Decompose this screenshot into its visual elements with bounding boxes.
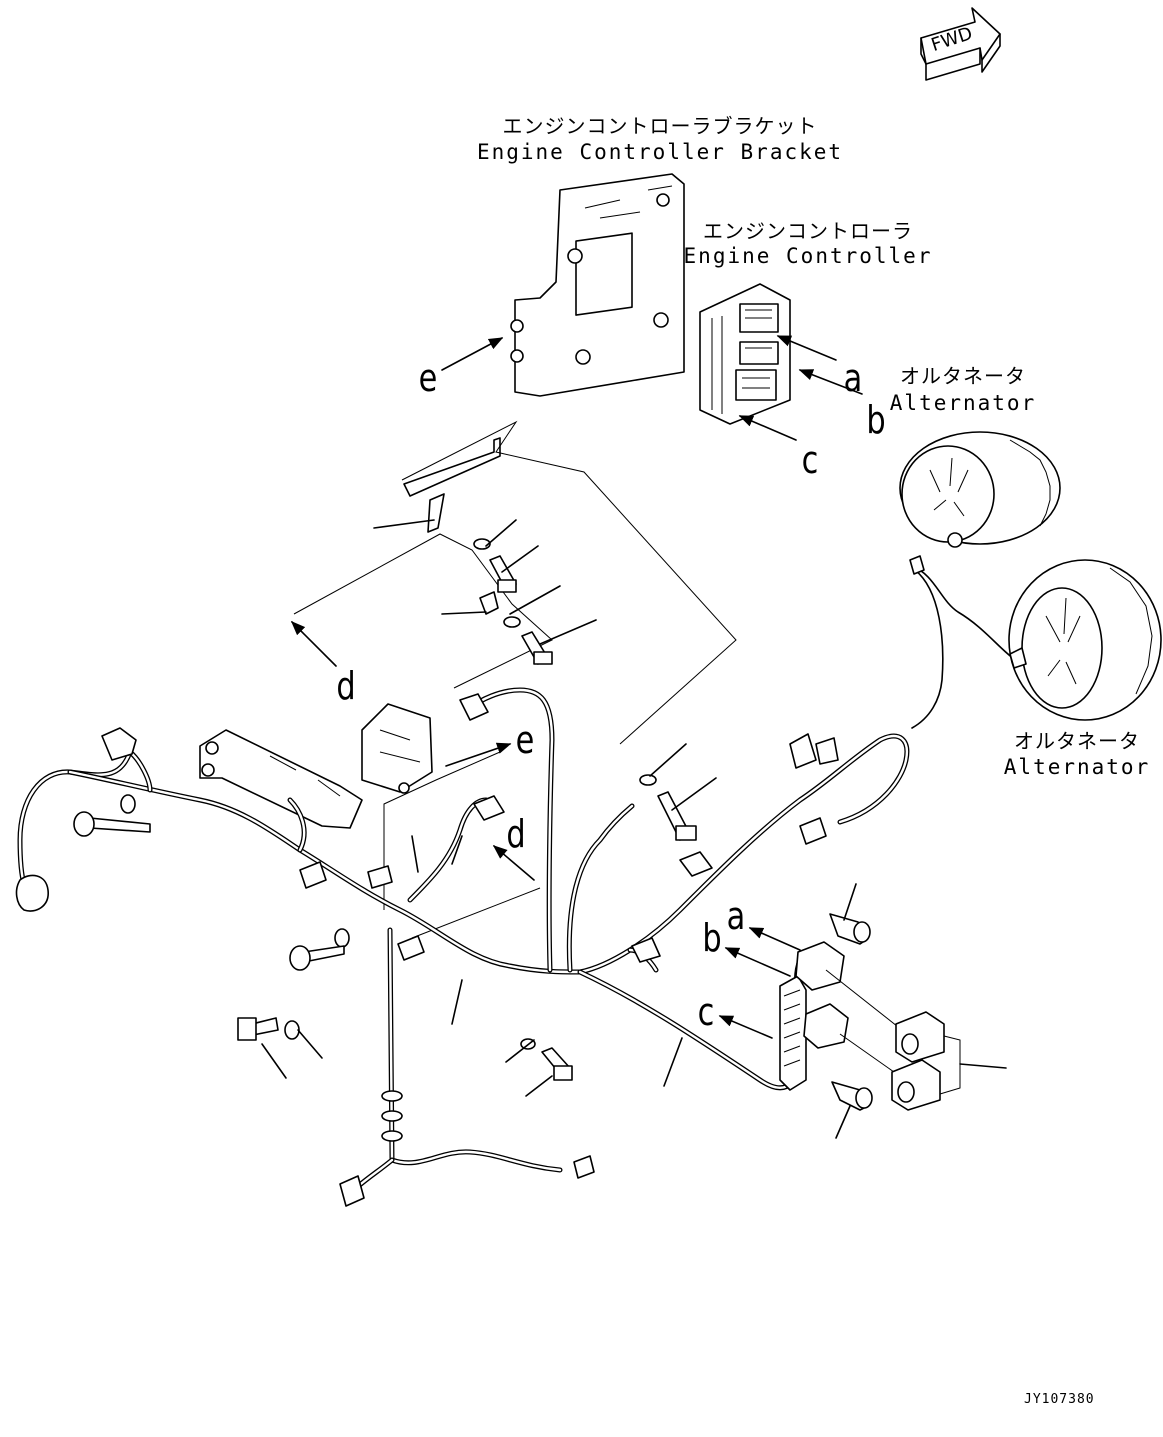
callout-a-controller: a	[843, 356, 863, 400]
alternator-lower-label-en: Alternator	[1003, 755, 1151, 779]
engine-controller	[699, 283, 791, 425]
callout-b-connector: b	[702, 916, 722, 960]
callout-d-lower: d	[506, 812, 526, 856]
callout-d-upper: d	[336, 664, 356, 708]
controller-label-jp: エンジンコントローラ	[703, 219, 913, 243]
callout-a-connector: a	[726, 894, 746, 938]
bracket-label-jp: エンジンコントローラブラケット	[502, 114, 818, 138]
alternator-lower-label-jp: オルタネータ	[1014, 729, 1140, 753]
callout-e-harness: e	[515, 718, 535, 762]
callout-b-controller: b	[866, 398, 886, 442]
bracket-label-en: Engine Controller Bracket	[476, 140, 844, 164]
fwd-arrow-icon	[920, 7, 1001, 81]
bolts-middle	[473, 538, 697, 841]
harness-connectors	[15, 555, 1027, 1207]
connector-bracket	[779, 913, 873, 1111]
alternator-lower	[1008, 559, 1162, 721]
engine-controller-bracket	[510, 173, 685, 397]
callout-c-connector: c	[697, 990, 715, 1034]
middle-bracket	[361, 703, 433, 794]
drawing-code: JY107380	[1024, 1392, 1095, 1407]
callout-e-bracket: e	[418, 356, 438, 400]
controller-label-en: Engine Controller	[683, 244, 933, 268]
clip-bracket	[403, 437, 501, 533]
connector-modules	[825, 969, 1007, 1111]
alternator-upper-label-en: Alternator	[889, 391, 1037, 415]
callout-c-controller: c	[801, 438, 819, 482]
left-bracket	[199, 729, 363, 829]
alternator-upper-label-jp: オルタネータ	[900, 364, 1026, 388]
alternator-upper	[899, 431, 1061, 548]
bolts-left	[73, 794, 573, 1081]
